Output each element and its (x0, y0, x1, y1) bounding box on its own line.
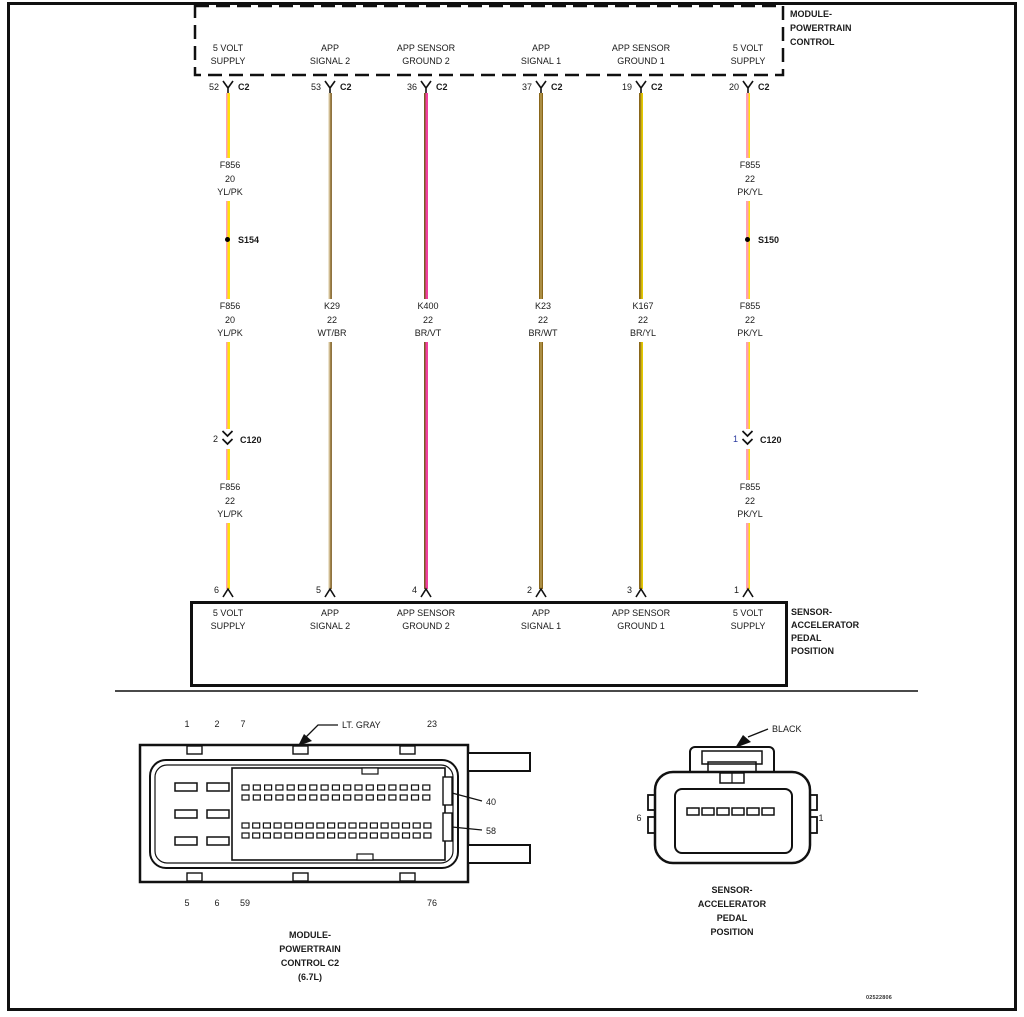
wire4-pcm-pin: 37 (521, 82, 532, 92)
leader-line (451, 826, 483, 831)
pcm-face-pin: 58 (486, 826, 496, 836)
app-face-pin: 6 (636, 813, 641, 823)
symbol-backing (221, 429, 234, 449)
pcm-module-label: MODULE- POWERTRAIN CONTROL (790, 9, 852, 47)
wire2-pcm-pin: 53 (310, 82, 321, 92)
pin-arrow-icon (420, 587, 432, 598)
pcm-color-label: LT. GRAY (342, 720, 381, 730)
splice-dot-icon (225, 237, 230, 242)
wire1-c120-pin: 2 (212, 434, 218, 444)
arrowhead-icon (735, 735, 751, 748)
arrowhead-icon (298, 734, 312, 746)
wire1-splice: S154 (238, 235, 260, 245)
pcm-face-pin: 6 (214, 898, 219, 908)
wire3-pcm-connector: C2 (436, 82, 448, 92)
leader-line (305, 724, 338, 738)
doc-number: 02522806 (866, 995, 893, 1001)
inline-connector-icon (741, 430, 754, 446)
app-color-label: BLACK (772, 724, 802, 734)
wire1-c120-label: C120 (240, 435, 262, 445)
connector-rail (467, 752, 531, 772)
pin-arrow-icon (635, 587, 647, 598)
pcm-module-box (193, 4, 785, 77)
app-sensor-box (190, 601, 788, 687)
connector-fork-icon (635, 80, 647, 93)
wire3-pcm-pin: 36 (406, 82, 417, 92)
wire6-pcm-connector: C2 (758, 82, 770, 92)
pcm-face-pin: 23 (427, 719, 437, 729)
connector-rail (467, 844, 531, 864)
page-border (7, 2, 1017, 1011)
pcm-face-pin: 2 (214, 719, 219, 729)
pin-arrow-icon (324, 587, 336, 598)
pin-arrow-icon (742, 587, 754, 598)
pcm-connector-drawing: 1 2 7 23 LT. GRAY 40 58 5 6 59 76 (138, 719, 531, 908)
wire1-pcm-pin: 52 (208, 82, 219, 92)
pcm-face-pin: 59 (240, 898, 250, 908)
wire2-pcm-connector: C2 (340, 82, 352, 92)
app-face-pin: 1 (818, 813, 823, 823)
wire3-sensor-pin: 4 (411, 585, 417, 595)
leader-line (451, 792, 483, 802)
wire6-sensor-pin: 1 (733, 585, 739, 595)
wire4-pcm-connector: C2 (551, 82, 563, 92)
wire6-c120-pin: 1 (732, 434, 738, 444)
wire6-splice: S150 (758, 235, 780, 245)
connector-fork-icon (742, 80, 754, 93)
inline-connector-icon (221, 430, 234, 446)
connector-fork-icon (420, 80, 432, 93)
pin-arrow-icon (222, 587, 234, 598)
wire1-sensor-pin: 6 (213, 585, 219, 595)
connector-fork-icon (324, 80, 336, 93)
pcm-face-pin: 76 (427, 898, 437, 908)
wire5-sensor-pin: 3 (626, 585, 632, 595)
app-connector-caption: SENSOR- ACCELERATOR PEDAL POSITION (697, 885, 767, 937)
wire5-pcm-pin: 19 (621, 82, 632, 92)
symbol-backing (741, 429, 754, 449)
wire4-sensor-pin: 2 (526, 585, 532, 595)
section-divider (115, 690, 918, 692)
wire6-pcm-pin: 20 (728, 82, 739, 92)
connector-fork-icon (535, 80, 547, 93)
app-connector-drawing: BLACK 6 1 (636, 724, 824, 865)
pcm-connector-caption: MODULE- POWERTRAIN CONTROL C2 (6.7L) (279, 930, 341, 982)
pcm-face-pin: 7 (240, 719, 245, 729)
pcm-face-pin: 1 (184, 719, 189, 729)
pcm-pin-grid (241, 784, 432, 839)
app-sensor-label: SENSOR- ACCELERATOR PEDAL POSITION (791, 607, 860, 656)
pcm-face-pin: 5 (184, 898, 189, 908)
connector-fork-icon (222, 80, 234, 93)
wire1-pcm-connector: C2 (238, 82, 250, 92)
pcm-face-pin: 40 (486, 797, 496, 807)
leader-line (747, 728, 769, 738)
splice-dot-icon (745, 237, 750, 242)
wire5-pcm-connector: C2 (651, 82, 663, 92)
wire2-sensor-pin: 5 (315, 585, 321, 595)
pin-arrow-icon (535, 587, 547, 598)
wire6-c120-label: C120 (760, 435, 782, 445)
